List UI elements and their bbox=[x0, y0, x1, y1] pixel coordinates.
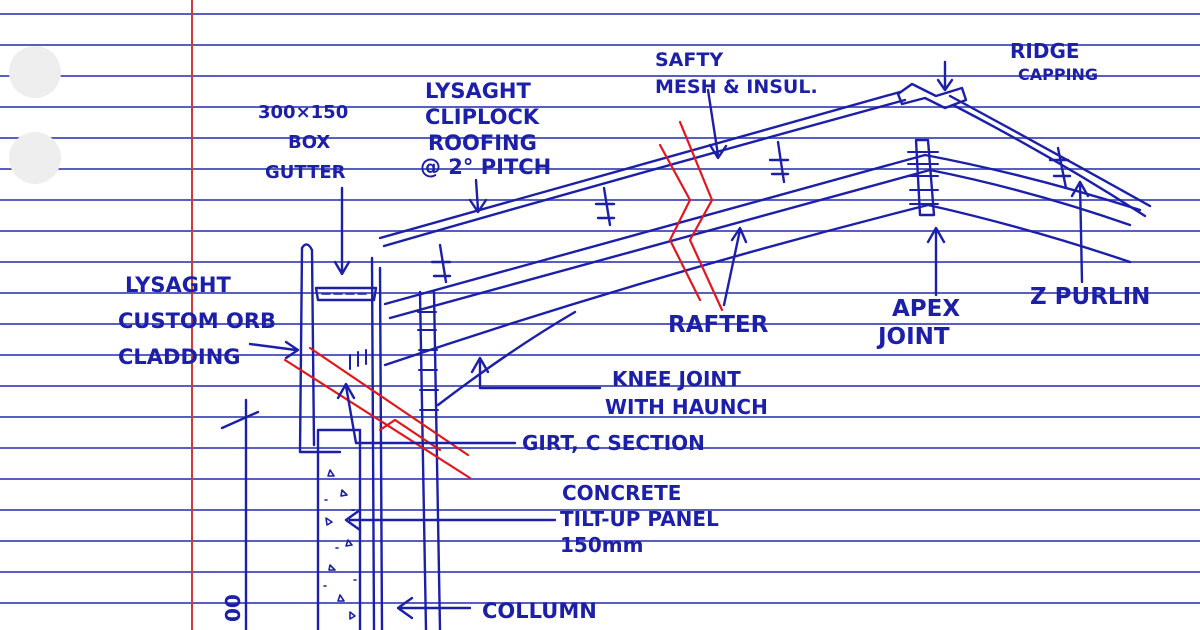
label-ridge-capping: RIDGE CAPPING bbox=[1010, 39, 1098, 84]
haunch-brace bbox=[383, 203, 1132, 367]
knee-joint-label: KNEE JOINT bbox=[612, 367, 741, 391]
column-inner bbox=[418, 290, 442, 630]
rafter-bottom-chord bbox=[388, 168, 1132, 320]
annotation-arrows bbox=[220, 60, 1090, 630]
tilt-up-label: TILT-UP PANEL bbox=[560, 507, 719, 531]
label-safety-mesh: SAFTY MESH & INSUL. bbox=[655, 49, 818, 98]
column-label: COLLUMN bbox=[482, 599, 597, 623]
mesh-insul-label: MESH & INSUL. bbox=[655, 76, 818, 98]
capping-label: CAPPING bbox=[1018, 65, 1098, 84]
joint-label: JOINT bbox=[876, 324, 950, 350]
roof-sheeting-bottom bbox=[382, 98, 907, 248]
label-concrete-panel: CONCRETE TILT-UP PANEL 150mm bbox=[560, 481, 719, 557]
cladding-label: CLADDING bbox=[118, 345, 241, 369]
cladding-brand-label: LYSAGHT bbox=[125, 273, 232, 297]
cladding-wall bbox=[298, 243, 342, 454]
ridge-capping bbox=[896, 82, 968, 110]
box-gutter bbox=[314, 286, 378, 302]
label-cladding: LYSAGHT CUSTOM ORB CLADDING bbox=[118, 273, 276, 369]
thickness-label: 150mm bbox=[560, 533, 643, 557]
ridge-label: RIDGE bbox=[1010, 39, 1080, 63]
label-cliplock: LYSAGHT CLIPLOCK ROOFING @ 2° PITCH bbox=[420, 79, 551, 179]
gutter-size-label: 300×150 bbox=[258, 102, 348, 123]
purlin-3 bbox=[768, 140, 790, 184]
haunch-label: WITH HAUNCH bbox=[605, 395, 768, 419]
concrete-aggregate bbox=[323, 469, 357, 620]
girt-label: GIRT, C SECTION bbox=[522, 431, 705, 455]
box-label: BOX bbox=[288, 132, 330, 153]
rafter-label: RAFTER bbox=[668, 312, 769, 338]
gutter-label: GUTTER bbox=[265, 162, 346, 183]
purlin-4 bbox=[1048, 146, 1072, 190]
concrete-label: CONCRETE bbox=[562, 481, 681, 505]
ruled-lines bbox=[0, 13, 1200, 604]
rafter-break bbox=[658, 120, 724, 312]
wall-break bbox=[283, 346, 472, 480]
roof-sheeting-right bbox=[948, 94, 1152, 218]
label-knee-joint: KNEE JOINT WITH HAUNCH bbox=[605, 367, 768, 419]
safty-label: SAFTY bbox=[655, 49, 723, 71]
pitch-label: @ 2° PITCH bbox=[420, 155, 551, 179]
rafter-top-chord bbox=[383, 153, 1142, 306]
cliplock-brand-label: LYSAGHT bbox=[425, 79, 532, 103]
purlin-1 bbox=[430, 243, 452, 284]
cliplock-label: CLIPLOCK bbox=[425, 105, 540, 129]
label-box-gutter: 300×150 BOX GUTTER bbox=[258, 102, 348, 183]
apex-label: APEX bbox=[892, 296, 960, 322]
custom-orb-label: CUSTOM ORB bbox=[118, 309, 276, 333]
punch-hole-top bbox=[9, 46, 61, 98]
roof-sheeting-top bbox=[378, 90, 902, 240]
portal-frame-sketch bbox=[298, 82, 1152, 630]
roofing-label: ROOFING bbox=[428, 131, 537, 155]
edge-mark: 00 bbox=[221, 594, 245, 622]
knee-brace bbox=[436, 310, 577, 407]
label-apex-joint: APEX JOINT bbox=[876, 296, 960, 350]
purlin-2 bbox=[594, 186, 616, 227]
z-purlin-label: Z PURLIN bbox=[1030, 284, 1150, 310]
break-lines bbox=[283, 120, 724, 480]
punch-hole-bottom bbox=[9, 132, 61, 184]
